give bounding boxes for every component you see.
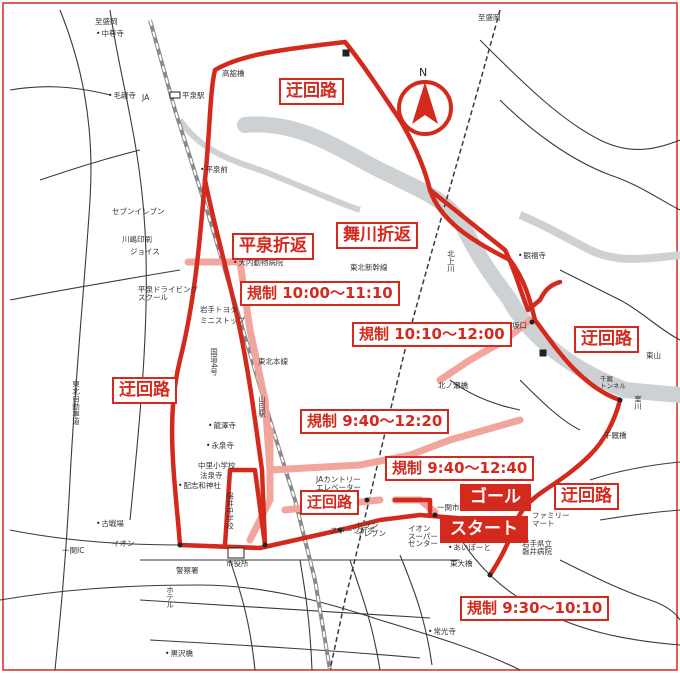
place-chukanko: 中里小学校 bbox=[198, 461, 236, 470]
place-shijooka-top: 至盛岡 bbox=[478, 13, 501, 22]
place-driving-school: 平泉ドライビング スクール bbox=[138, 285, 198, 302]
label-restrict-0940b: 規制 9:40〜12:40 bbox=[385, 456, 535, 481]
label-detour-left: 迂回路 bbox=[112, 377, 177, 404]
maikawa-branch bbox=[427, 187, 563, 313]
place-higashiohashi: 東大橋 bbox=[450, 559, 473, 568]
place-senzaibashi: 千厩橋 bbox=[604, 431, 627, 440]
place-joys: ジョイス bbox=[130, 247, 160, 256]
place-route4: 国道4号 bbox=[209, 348, 219, 376]
place-keisatsusho: 警察署 bbox=[176, 566, 199, 575]
place-ryutakuji: 龍澤寺 bbox=[208, 422, 236, 430]
place-kawashima: 川嶋印刷 bbox=[122, 235, 152, 244]
label-restrict-0940a: 規制 9:40〜12:20 bbox=[300, 409, 450, 434]
place-hotel: ホテル bbox=[165, 586, 175, 609]
label-maikawa-turn: 舞川折返 bbox=[336, 222, 418, 249]
place-kanpukuji: 観福寺 bbox=[518, 252, 546, 260]
label-detour-center: 迂回路 bbox=[300, 490, 360, 515]
place-chusonji: 中尊寺 bbox=[96, 30, 124, 38]
detour-north-loop bbox=[169, 39, 623, 548]
place-city-hall: 市役所 bbox=[226, 559, 249, 568]
place-tohoku-shinkansen: 東北新幹線 bbox=[350, 263, 388, 272]
place-kitanose-bridge: 北ノ瀬橋 bbox=[438, 381, 468, 390]
place-ichinoseki-ic: 一関IC bbox=[62, 546, 85, 555]
place-aeon: イオン bbox=[112, 539, 135, 548]
place-iwai-junior: 磐井中学校 bbox=[225, 492, 235, 530]
place-kitakami-river: 北上川 bbox=[446, 250, 456, 273]
place-seven-eleven: セブンイレブン bbox=[112, 207, 165, 216]
place-ja: JA bbox=[142, 93, 150, 102]
place-higashiyama: 東山 bbox=[646, 351, 661, 360]
place-toyota: 岩手トヨタ bbox=[200, 305, 238, 314]
place-seven-eleven-2: セブン イレブン bbox=[356, 521, 386, 538]
place-kurosawa-bridge: 黒沢橋 bbox=[165, 650, 193, 658]
label-restrict-0930: 規制 9:30〜10:10 bbox=[460, 596, 610, 621]
compass-letter: N bbox=[419, 66, 428, 79]
place-kosenba: 古戦場 bbox=[96, 520, 124, 528]
place-sakaguchi: 坂口 bbox=[512, 321, 527, 330]
place-ippanmae: あいぽーと bbox=[448, 544, 491, 552]
label-restrict-1000: 規制 10:00〜11:10 bbox=[240, 281, 400, 306]
place-hokoji: 法泉寺 bbox=[200, 471, 223, 480]
place-haiyuwa: 配志和神社 bbox=[178, 482, 221, 490]
route-nodes bbox=[177, 319, 623, 578]
label-hiraizumi-turn: 平泉折返 bbox=[232, 233, 314, 260]
place-iwai-hospital: 岩手県立 磐井病院 bbox=[522, 539, 552, 556]
tributary-river bbox=[177, 118, 361, 213]
place-tunnel: 千厩 トンネル bbox=[600, 375, 626, 390]
place-eijuji: 永泉寺 bbox=[206, 442, 234, 450]
label-goal: ゴール bbox=[460, 484, 531, 511]
background-roads bbox=[0, 9, 680, 671]
place-mogoshiji: 毛越寺 bbox=[108, 92, 136, 100]
race-route bbox=[169, 39, 623, 578]
east-river bbox=[518, 211, 680, 263]
label-start: スタート bbox=[440, 516, 528, 543]
place-aeon-center: イオン スーパー センター bbox=[408, 524, 438, 548]
place-family-mart: ファミリー マート bbox=[532, 511, 570, 528]
place-tohoku-expressway: 東北自動車道 bbox=[71, 380, 81, 425]
place-hiraizumi-station: 平泉駅 bbox=[182, 91, 205, 100]
place-shijooka-left: 至盛岡 bbox=[95, 17, 118, 26]
place-takadachi-bridge: 高舘橋 bbox=[222, 69, 245, 78]
place-hiraizumi-mae: 平泉前 bbox=[200, 166, 228, 174]
label-detour-right-low: 迂回路 bbox=[554, 483, 619, 510]
place-joukouji: 常光寺 bbox=[428, 628, 456, 636]
place-yama-station: 山目駅 bbox=[257, 395, 267, 418]
label-detour-right-mid: 迂回路 bbox=[574, 326, 639, 353]
place-sports-depot: スポーツデポ bbox=[330, 526, 375, 535]
label-restrict-1010: 規制 10:10〜12:00 bbox=[352, 322, 512, 347]
station-markers bbox=[169, 49, 547, 559]
label-detour-top: 迂回路 bbox=[279, 78, 344, 105]
detour-loop-inner bbox=[202, 177, 268, 548]
place-tohoku-honsen: 東北本線 bbox=[258, 357, 288, 366]
place-mini-stop: ミニストップ bbox=[200, 316, 245, 325]
west-link bbox=[222, 467, 268, 548]
compass bbox=[397, 80, 453, 136]
place-marukawa: 室川 bbox=[633, 395, 643, 410]
place-ja-elevator: JAカントリー エレベーター bbox=[316, 475, 361, 492]
goal-link bbox=[392, 497, 433, 518]
place-ouchi-zoo: 大内動物病院 bbox=[233, 259, 283, 267]
